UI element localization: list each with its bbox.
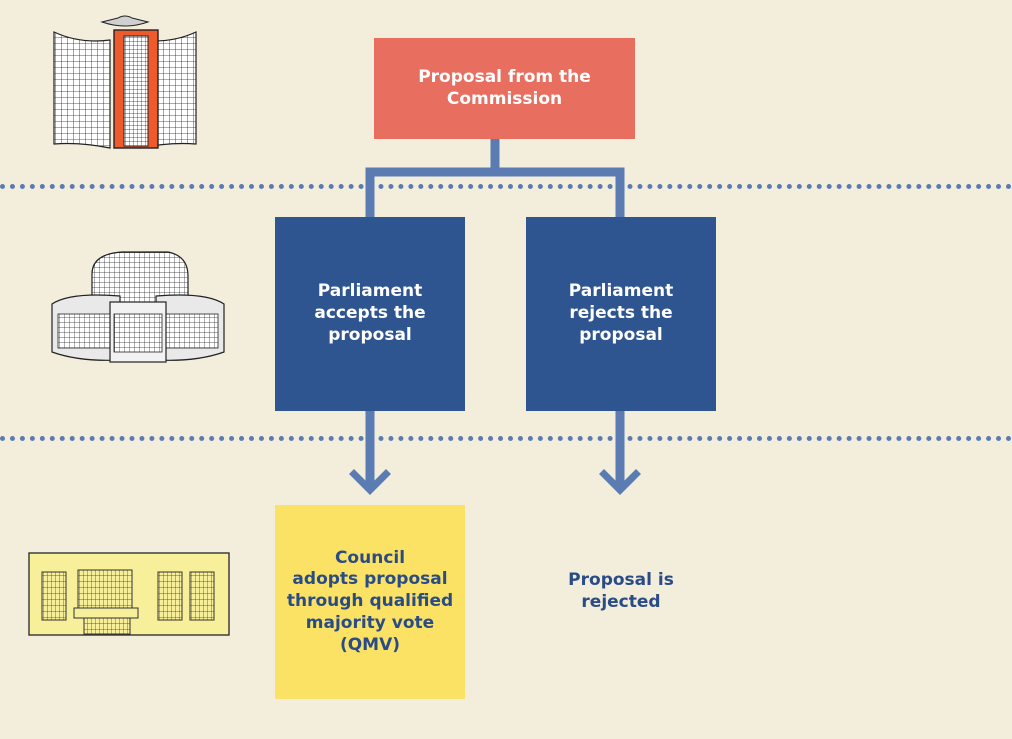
council-label-line3: through qualified <box>286 591 454 612</box>
rejected-label-line1: Proposal is <box>568 570 674 590</box>
commission-label-line2: Commission <box>446 88 563 109</box>
council-building-icon <box>28 552 230 636</box>
commission-proposal-box: Proposal from the Commission <box>374 38 635 139</box>
council-label-line1: Council <box>334 547 406 568</box>
accepts-label-line2: accepts the <box>314 303 426 324</box>
rejects-label-line3: proposal <box>579 324 663 345</box>
connector-split <box>365 167 625 217</box>
rejects-label-line1: Parliament <box>568 281 674 302</box>
council-label-line5: (QMV) <box>339 634 401 655</box>
arrowhead-to-council <box>349 469 391 495</box>
commission-label-line1: Proposal from the <box>418 66 591 87</box>
arrowhead-to-rejected <box>599 469 641 495</box>
rejected-label-line2: rejected <box>581 591 661 612</box>
accepts-label-line1: Parliament <box>317 281 423 302</box>
council-label-line2: adopts proposal <box>292 569 448 590</box>
rejects-label-line2: rejects the <box>569 303 673 324</box>
row-divider-top <box>0 184 1012 189</box>
commission-building-icon <box>53 15 197 149</box>
parliament-rejects-box: Parliament rejects the proposal <box>526 217 716 411</box>
proposal-rejected-text: Proposal is rejected <box>526 570 716 614</box>
parliament-accepts-box: Parliament accepts the proposal <box>275 217 465 411</box>
council-label-line4: majority vote <box>305 612 435 633</box>
accepts-label-line3: proposal <box>328 324 412 345</box>
council-adopts-box: Council adopts proposal through qualifie… <box>275 505 465 699</box>
row-divider-bottom <box>0 436 1012 441</box>
parliament-building-icon <box>51 251 225 363</box>
